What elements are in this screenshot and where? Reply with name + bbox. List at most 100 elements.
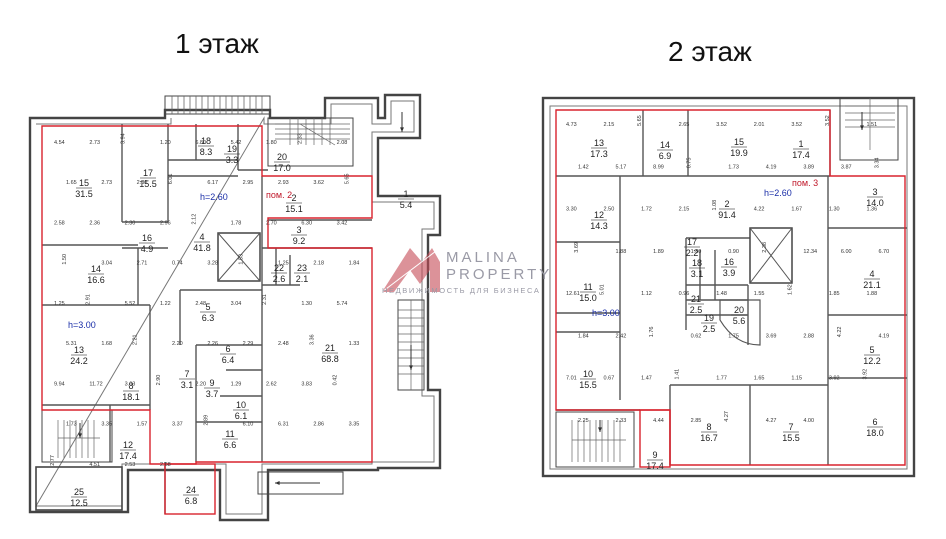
dimension-label: 2.77 bbox=[50, 455, 56, 466]
room-number: 19 bbox=[227, 144, 237, 154]
room-number: 11 bbox=[583, 282, 592, 292]
dimension-label: 9.94 bbox=[54, 381, 65, 387]
room-number: 5 bbox=[869, 345, 874, 355]
dimension-label: 1.78 bbox=[231, 220, 242, 226]
dimension-label: 3.87 bbox=[841, 164, 852, 170]
watermark-line2: PROPERTY bbox=[446, 266, 552, 283]
dimension-label: 2.36 bbox=[89, 220, 100, 226]
dimension-label: 1.68 bbox=[101, 341, 112, 347]
dimension-label: 5.65 bbox=[637, 115, 643, 126]
dimension-label: 2.90 bbox=[156, 375, 162, 386]
dimension-label: 2.20 bbox=[195, 381, 206, 387]
dimension-label: 3.35 bbox=[101, 422, 112, 428]
stair-arrow-icon-head bbox=[860, 125, 864, 130]
room-number: 13 bbox=[74, 345, 84, 355]
room-number: 13 bbox=[594, 138, 604, 148]
room-number: 6 bbox=[225, 344, 230, 354]
dimension-label: 1.41 bbox=[675, 369, 681, 380]
room-number: 12 bbox=[594, 210, 604, 220]
room-number: 1 bbox=[798, 139, 803, 149]
dimension-label: 6.17 bbox=[207, 180, 218, 186]
dimension-label: 1.65 bbox=[66, 180, 77, 186]
room-area: 31.5 bbox=[75, 189, 93, 199]
room-area: 3.9 bbox=[723, 268, 736, 278]
dimension-label: 3.03 bbox=[125, 381, 136, 387]
dimension-label: 4.00 bbox=[803, 418, 814, 424]
room-number: 16 bbox=[142, 233, 152, 243]
dimension-label: 1.88 bbox=[866, 291, 877, 297]
room-area: 91.4 bbox=[718, 210, 736, 220]
room-number: 3 bbox=[296, 225, 301, 235]
dimension-label: 5.17 bbox=[616, 164, 627, 170]
dimension-label: 1.42 bbox=[578, 164, 589, 170]
room-area: 8.3 bbox=[200, 147, 213, 157]
room-number: 8 bbox=[706, 422, 711, 432]
dimension-label: 1.85 bbox=[829, 291, 840, 297]
dimension-label: 4.22 bbox=[754, 207, 765, 213]
dimension-label: 2.29 bbox=[243, 341, 254, 347]
room-area: 6.9 bbox=[659, 151, 672, 161]
dimension-label: 2.62 bbox=[266, 381, 277, 387]
dimension-label: 1.30 bbox=[829, 207, 840, 213]
height-label: h=3.00 bbox=[592, 308, 620, 318]
room-area: 18.0 bbox=[866, 428, 884, 438]
dimension-label: 3.35 bbox=[349, 422, 360, 428]
dimension-label: 6.30 bbox=[301, 220, 312, 226]
dimension-label: 2.20 bbox=[172, 341, 183, 347]
dimension-label: 3.94 bbox=[121, 133, 127, 144]
dimension-label: 3.89 bbox=[803, 164, 814, 170]
dimension-label: 2.89 bbox=[203, 415, 209, 426]
room-area: 3.1 bbox=[181, 380, 194, 390]
watermark-logo bbox=[381, 247, 441, 293]
room-area: 18.1 bbox=[122, 392, 140, 402]
dimension-label: 6.01 bbox=[168, 174, 174, 185]
dimension-label: 11.72 bbox=[89, 381, 102, 387]
room-area: 6.1 bbox=[235, 411, 248, 421]
dimension-label: 1.76 bbox=[649, 327, 655, 338]
dimension-label: 4.54 bbox=[54, 140, 65, 146]
dimension-label: 4.19 bbox=[766, 164, 777, 170]
room-number: 23 bbox=[297, 263, 307, 273]
dimension-label: 2.91 bbox=[85, 294, 91, 305]
room-number: 4 bbox=[199, 232, 204, 242]
dimension-label: 1.57 bbox=[137, 422, 148, 428]
room-area: 19.9 bbox=[730, 148, 748, 158]
dimension-label: 2.96 bbox=[160, 220, 171, 226]
dimension-label: 1.12 bbox=[641, 291, 652, 297]
dimension-label: 1.67 bbox=[791, 207, 802, 213]
room-number: 20 bbox=[277, 152, 287, 162]
dimension-label: 2.15 bbox=[604, 122, 615, 128]
dimension-label: 2.01 bbox=[754, 122, 765, 128]
dimension-label: 2.65 bbox=[679, 122, 690, 128]
dimension-label: 2.73 bbox=[89, 140, 100, 146]
dimension-label: 2.48 bbox=[278, 341, 289, 347]
dimension-label: 1.84 bbox=[578, 333, 589, 339]
dimension-label: 3.04 bbox=[231, 301, 242, 307]
dimension-label: 2.33 bbox=[297, 133, 303, 144]
floor-2-premise-outline bbox=[555, 109, 906, 468]
stair-arrow-icon-head bbox=[409, 365, 413, 370]
dimension-label: 4.51 bbox=[89, 462, 100, 468]
dimension-label: 1.50 bbox=[62, 254, 68, 265]
room-number: 17 bbox=[143, 168, 153, 178]
dimension-label: 1.73 bbox=[66, 422, 77, 428]
room-number: 4 bbox=[869, 269, 874, 279]
room-number: 25 bbox=[74, 487, 84, 497]
floor-1-premise-outline bbox=[41, 125, 373, 515]
room-number: 6 bbox=[872, 417, 877, 427]
dimension-label: 0.90 bbox=[728, 249, 739, 255]
dimension-label: 1.77 bbox=[716, 376, 727, 382]
dimension-label: 2.31 bbox=[262, 294, 268, 305]
room-number: 14 bbox=[91, 264, 101, 274]
dimension-label: 1.55 bbox=[754, 291, 765, 297]
room-area: 6.3 bbox=[202, 313, 215, 323]
dimension-label: 1.65 bbox=[754, 376, 765, 382]
dimension-label: 1.84 bbox=[349, 261, 360, 267]
height-label: h=2.60 bbox=[764, 188, 792, 198]
dimension-label: 3.62 bbox=[313, 180, 324, 186]
room-number: 10 bbox=[583, 369, 593, 379]
stair-arrow-icon-head bbox=[275, 481, 280, 485]
room-area: 24.2 bbox=[70, 356, 88, 366]
room-number: 12 bbox=[123, 440, 133, 450]
